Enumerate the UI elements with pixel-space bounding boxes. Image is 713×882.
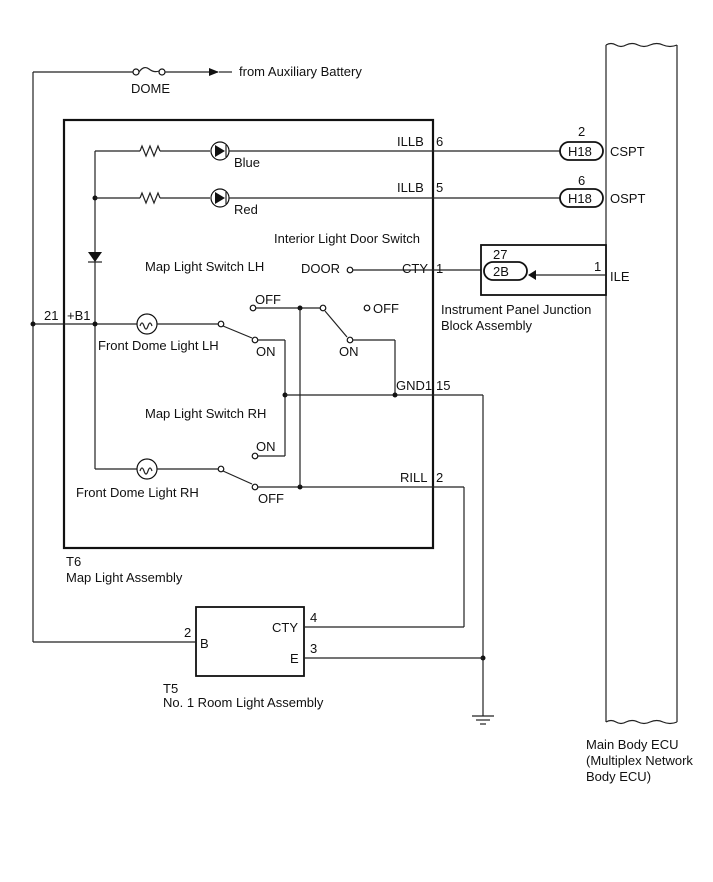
switch-lh-off-label: OFF: [255, 292, 281, 307]
room-pin-cty-name: CTY: [272, 620, 298, 635]
room-light-name: No. 1 Room Light Assembly: [163, 695, 324, 710]
jb-signal: ILE: [610, 269, 630, 284]
jb-name-line1: Instrument Panel Junction: [441, 302, 591, 317]
jb-pin-right: 1: [594, 259, 601, 274]
room-pin-b-name: B: [200, 636, 209, 651]
source-label: from Auxiliary Battery: [239, 64, 362, 79]
svg-text:H18: H18: [568, 144, 592, 159]
svg-text:CSPT: CSPT: [610, 144, 645, 159]
led-red-label: Red: [234, 202, 258, 217]
junction-block: 27 2B 1 ILE Instrument Panel Junction Bl…: [441, 244, 630, 333]
lamp-rh-label: Front Dome Light RH: [76, 485, 199, 500]
svg-text:6: 6: [578, 173, 585, 188]
pin-illb-blue-number: 6: [436, 134, 443, 149]
switch-rh-on-label: ON: [256, 439, 276, 454]
lamp-lh-label: Front Dome Light LH: [98, 338, 219, 353]
dome-fuse-circuit: DOME from Auxiliary Battery: [32, 64, 362, 642]
fuse-terminal-left: [132, 68, 140, 76]
lamp-rh-icon: [136, 458, 158, 480]
fuse-label: DOME: [131, 81, 170, 96]
svg-text:2B: 2B: [493, 264, 509, 279]
room-light-box: [195, 606, 305, 677]
map-light-code: T6: [66, 554, 81, 569]
diode-icon: [88, 252, 102, 263]
fuse-icon: [138, 66, 160, 73]
map-light-assembly-box: [62, 118, 435, 550]
room-pin-e-number: 3: [310, 641, 317, 656]
resistor-red-icon: [139, 191, 161, 205]
room-pin-e-name: E: [290, 651, 299, 666]
room-pin-cty-number: 4: [310, 610, 317, 625]
svg-text:OSPT: OSPT: [610, 191, 645, 206]
switch-lh-title: Map Light Switch LH: [145, 259, 264, 274]
jb-name-line2: Block Assembly: [441, 318, 533, 333]
lamp-lh-icon: [136, 313, 158, 335]
pin-gnd1-number: 15: [436, 378, 450, 393]
ecu-name-line2: (Multiplex Network: [586, 753, 693, 768]
switch-rh-off-label: OFF: [258, 491, 284, 506]
room-pin-b-number: 2: [184, 625, 191, 640]
connector-h18-ospt: H18 6 OSPT: [559, 173, 645, 208]
led-blue-icon: [210, 141, 230, 161]
arrow-left-icon: [528, 270, 536, 280]
room-light-code: T5: [163, 681, 178, 696]
main-body-ecu: Main Body ECU (Multiplex Network Body EC…: [586, 42, 693, 784]
ecu-name-line1: Main Body ECU: [586, 737, 678, 752]
ground-icon: [472, 715, 494, 725]
door-label: DOOR: [301, 261, 340, 276]
pin-cty-name: CTY: [402, 261, 428, 276]
pin-illb-red-number: 5: [436, 180, 443, 195]
fuse-terminal-right: [158, 68, 166, 76]
door-on-label: ON: [339, 344, 359, 359]
pin-b1-name: +B1: [67, 308, 91, 323]
svg-text:H18: H18: [568, 191, 592, 206]
led-blue-label: Blue: [234, 155, 260, 170]
switch-lh-on-label: ON: [256, 344, 276, 359]
jb-pin-left: 27: [493, 247, 507, 262]
pin-gnd1-name: GND1: [396, 378, 432, 393]
pin-illb-red-name: ILLB: [397, 180, 424, 195]
door-off-label: OFF: [373, 301, 399, 316]
connector-h18-cspt: H18 2 CSPT: [559, 124, 645, 161]
pin-b1-number: 21: [44, 308, 58, 323]
svg-text:2: 2: [578, 124, 585, 139]
map-light-name: Map Light Assembly: [66, 570, 183, 585]
connector-2b: [483, 261, 528, 281]
led-red-icon: [210, 188, 230, 208]
pin-illb-blue-name: ILLB: [397, 134, 424, 149]
ecu-name-line3: Body ECU): [586, 769, 651, 784]
switch-rh-title: Map Light Switch RH: [145, 406, 266, 421]
pin-rill-number: 2: [436, 470, 443, 485]
door-switch-title: Interior Light Door Switch: [274, 231, 420, 246]
arrow-left-icon: [209, 68, 219, 76]
resistor-blue-icon: [139, 144, 161, 158]
pin-rill-name: RILL: [400, 470, 427, 485]
pin-cty-number: 1: [436, 261, 443, 276]
